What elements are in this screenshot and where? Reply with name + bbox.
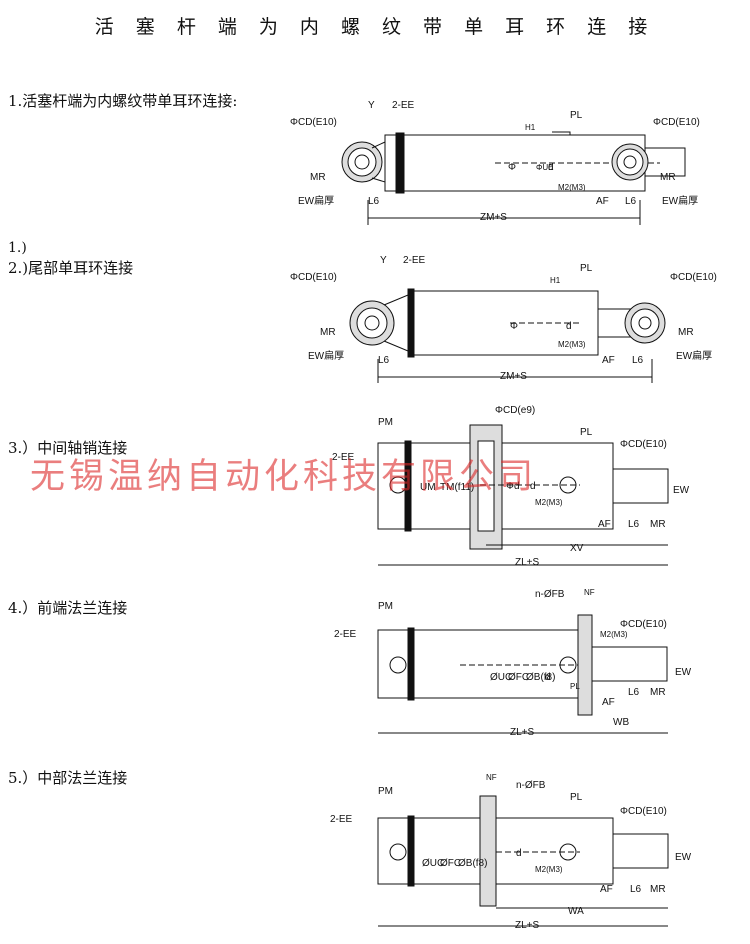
label-wb-4: WB xyxy=(613,717,629,728)
label-pm: PM xyxy=(378,417,393,428)
label-tm: TM(f11) xyxy=(440,482,474,493)
label-xv: XV xyxy=(570,543,584,554)
watermark: 无锡温纳自动化科技有限公司 xyxy=(30,457,538,497)
label-ue: ΦUE xyxy=(536,163,554,172)
label-l6-4: L6 xyxy=(628,687,640,698)
label-h1-2: H1 xyxy=(550,276,561,285)
label-af-3: AF xyxy=(598,519,611,530)
label-fc-5: ØFC xyxy=(440,858,461,869)
label-l6-right: L6 xyxy=(625,196,637,207)
section-4-label: 4.）前端法兰连接 xyxy=(8,599,128,617)
label-l6-right-2: L6 xyxy=(632,355,644,366)
label-ew-flat-right: EW扁厚 xyxy=(662,194,698,207)
diagram-rear-clevis: ΦCD(E10) Y 2-EE MR EW扁厚 L6 ZM+S H1 PL Φ … xyxy=(290,255,717,383)
label-d-2: d xyxy=(566,321,572,332)
label-n-fb-4: n-ØFB xyxy=(535,589,565,600)
section-3-label: 3.）中间轴销连接 xyxy=(8,439,128,457)
label-zl-s-5: ZL+S xyxy=(515,920,540,931)
label-bf8-4: ØB(f8) xyxy=(526,672,555,683)
label-mr-2: MR xyxy=(320,327,336,338)
label-m2-4: M2(M3) xyxy=(600,630,628,639)
label-mr-4: MR xyxy=(650,687,666,698)
label-ew-4: EW xyxy=(675,667,692,678)
label-cd-e10-3: ΦCD(E10) xyxy=(620,439,667,450)
label-um: UM xyxy=(420,482,436,493)
label-nf-4: NF xyxy=(584,588,595,597)
label-zm-s: ZM+S xyxy=(480,212,507,223)
label-2-ee: 2-EE xyxy=(392,100,415,111)
label-nf-5: NF xyxy=(486,773,497,782)
label-cd-e10-4: ΦCD(E10) xyxy=(620,619,667,630)
label-pm-5: PM xyxy=(378,786,393,797)
label-h1: H1 xyxy=(525,123,536,132)
diagram-front-flange: PM 2-EE n-ØFB NF ΦCD(E10) ØUC ØFC ØB(f8)… xyxy=(334,588,692,738)
label-y-2: Y xyxy=(380,255,387,266)
label-pl: PL xyxy=(570,110,583,121)
label-mr-3: MR xyxy=(650,519,666,530)
label-fc-4: ØFC xyxy=(508,672,529,683)
label-d-5: d xyxy=(516,848,522,859)
label-l6-2: L6 xyxy=(378,355,390,366)
label-bf8-5: ØB(f8) xyxy=(458,858,487,869)
label-2-ee-2: 2-EE xyxy=(403,255,426,266)
label-mr-right-2: MR xyxy=(678,327,694,338)
page-title: 活 塞 杆 端 为 内 螺 纹 带 单 耳 环 连 接 xyxy=(94,16,656,38)
label-mr-5: MR xyxy=(650,884,666,895)
label-m2-2: M2(M3) xyxy=(558,340,586,349)
label-ew-flat: EW扁厚 xyxy=(298,194,334,207)
section-2a-label: 1.) xyxy=(8,240,27,256)
label-wa-5: WA xyxy=(568,906,584,917)
label-2-ee-4: 2-EE xyxy=(334,629,357,640)
diagram-trunnion: PM 2-EE ΦCD(e9) UM TM(f11) Φd d M2(M3) P… xyxy=(332,405,690,568)
label-2-ee-5: 2-EE xyxy=(330,814,353,825)
label-y: Y xyxy=(368,100,375,111)
label-2-ee-3: 2-EE xyxy=(332,452,355,463)
label-zl-s-3: ZL+S xyxy=(515,557,540,568)
label-cd-e10-5: ΦCD(E10) xyxy=(620,806,667,817)
label-phi: Φ xyxy=(508,162,516,173)
label-ew-3: EW xyxy=(673,485,690,496)
label-cd-e10-right-2: ΦCD(E10) xyxy=(670,272,717,283)
label-zm-s-2: ZM+S xyxy=(500,371,527,382)
label-ew-5: EW xyxy=(675,852,692,863)
label-af-2: AF xyxy=(602,355,615,366)
label-uc-5: ØUC xyxy=(422,858,444,869)
label-d-3: d xyxy=(530,481,536,492)
label-pl-4: PL xyxy=(570,682,580,691)
label-af-4: AF xyxy=(602,697,615,708)
label-d-4: d xyxy=(545,672,551,683)
label-cd-e10-right: ΦCD(E10) xyxy=(653,117,700,128)
diagram-mid-flange: PM 2-EE NF n-ØFB PL ΦCD(E10) ØUC ØFC ØB(… xyxy=(330,773,692,931)
label-mr-right: MR xyxy=(660,172,676,183)
label-af: AF xyxy=(596,196,609,207)
label-m2-5: M2(M3) xyxy=(535,865,563,874)
section-5-label: 5.）中部法兰连接 xyxy=(8,769,128,787)
diagram-rod-end-clevis: ΦCD(E10) Y 2-EE MR EW扁厚 L6 ZM+S H1 PL Φ … xyxy=(290,100,700,225)
label-pl-2: PL xyxy=(580,263,593,274)
section-1-label: 1.活塞杆端为内螺纹带单耳环连接: xyxy=(8,92,238,110)
label-l6-5: L6 xyxy=(630,884,642,895)
label-pl-5: PL xyxy=(570,792,583,803)
label-d: d xyxy=(548,162,554,173)
label-phi-d: Φd xyxy=(506,481,520,492)
section-2b-label: 2.)尾部单耳环连接 xyxy=(8,259,134,277)
label-ew-flat-right-2: EW扁厚 xyxy=(676,349,712,362)
label-m2-3: M2(M3) xyxy=(535,498,563,507)
label-pm-4: PM xyxy=(378,601,393,612)
label-cd-e9: ΦCD(e9) xyxy=(495,405,535,416)
label-zl-s-4: ZL+S xyxy=(510,727,535,738)
label-n-fb-5: n-ØFB xyxy=(516,780,546,791)
label-cd-e10-left: ΦCD(E10) xyxy=(290,117,337,128)
label-ew-flat-2: EW扁厚 xyxy=(308,349,344,362)
label-phi-2: Φ xyxy=(510,321,518,332)
label-pl-3: PL xyxy=(580,427,593,438)
label-m2: M2(M3) xyxy=(558,183,586,192)
label-l6-3: L6 xyxy=(628,519,640,530)
label-l6: L6 xyxy=(368,196,380,207)
label-mr: MR xyxy=(310,172,326,183)
label-cd-e10-left-2: ΦCD(E10) xyxy=(290,272,337,283)
label-af-5: AF xyxy=(600,884,613,895)
label-uc-4: ØUC xyxy=(490,672,512,683)
